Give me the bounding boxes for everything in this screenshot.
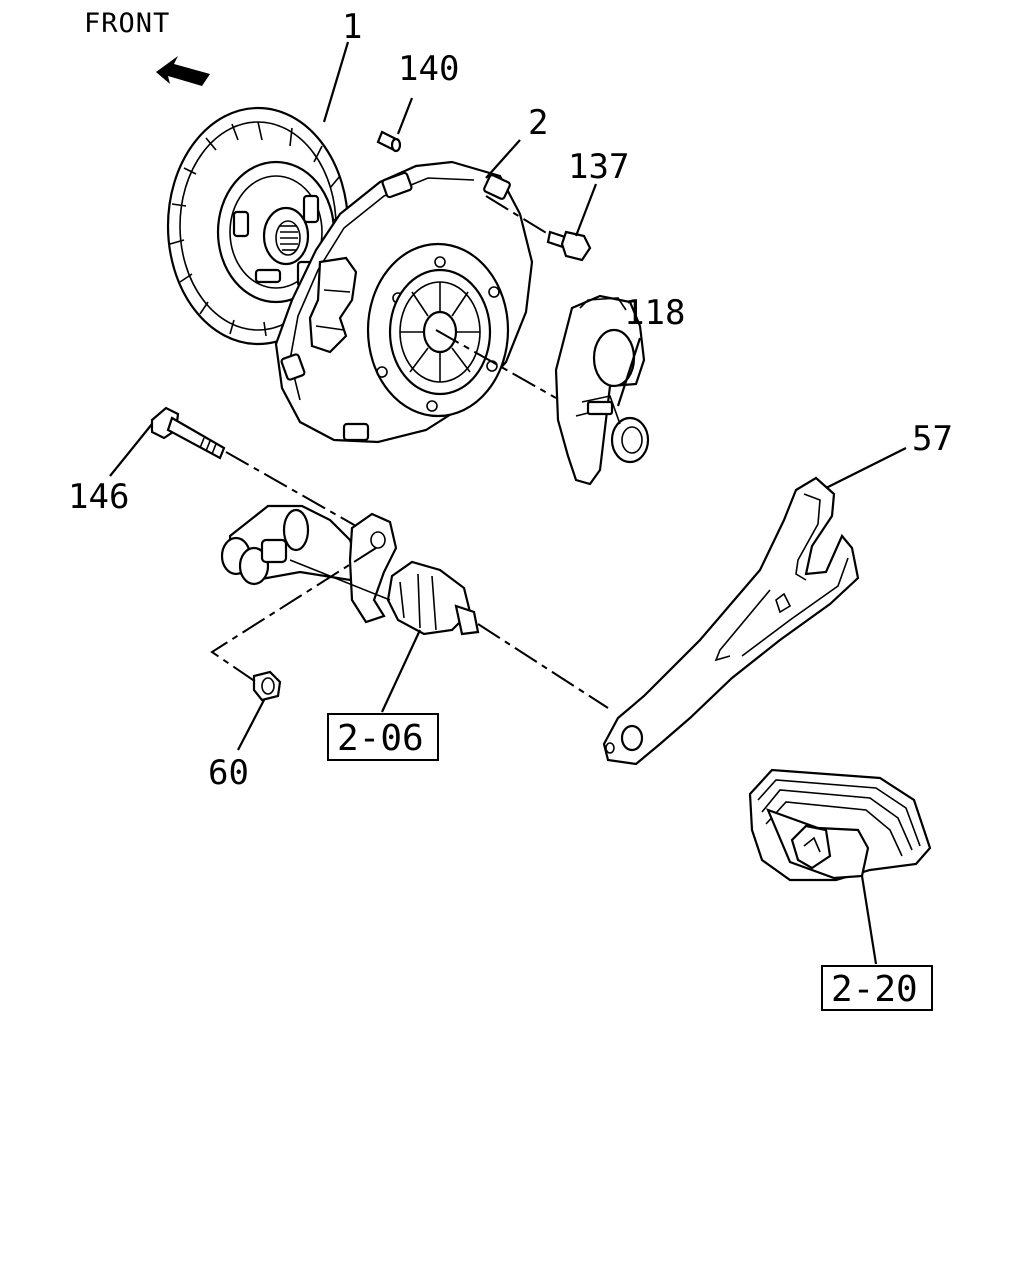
release-bearing — [554, 294, 650, 486]
callout-60: 60 — [208, 753, 249, 793]
reference-2-20-label: 2-20 — [831, 969, 918, 1010]
clutch-disc — [166, 106, 350, 346]
front-arrow-icon — [156, 56, 210, 86]
clutch-boot — [748, 768, 932, 882]
cover-bolt — [546, 230, 592, 262]
assembly-lines — [210, 195, 609, 709]
callout-2: 2 — [528, 103, 548, 143]
callout-57: 57 — [912, 419, 953, 459]
callout-118: 118 — [624, 293, 685, 333]
callout-1: 1 — [342, 7, 362, 47]
reference-2-20[interactable]: 2-20 — [821, 965, 933, 1011]
cylinder-bolt — [150, 406, 226, 460]
slave-cylinder — [220, 504, 480, 636]
reference-2-06[interactable]: 2-06 — [327, 713, 439, 761]
reference-2-06-label: 2-06 — [337, 718, 424, 759]
callout-140: 140 — [398, 49, 459, 89]
release-fork — [602, 476, 860, 766]
callout-137: 137 — [568, 147, 629, 187]
callout-146: 146 — [68, 477, 129, 517]
hex-nut — [252, 670, 282, 702]
dowel-pin — [376, 130, 402, 153]
leader-lines — [109, 41, 907, 965]
front-label: FRONT — [84, 8, 170, 39]
